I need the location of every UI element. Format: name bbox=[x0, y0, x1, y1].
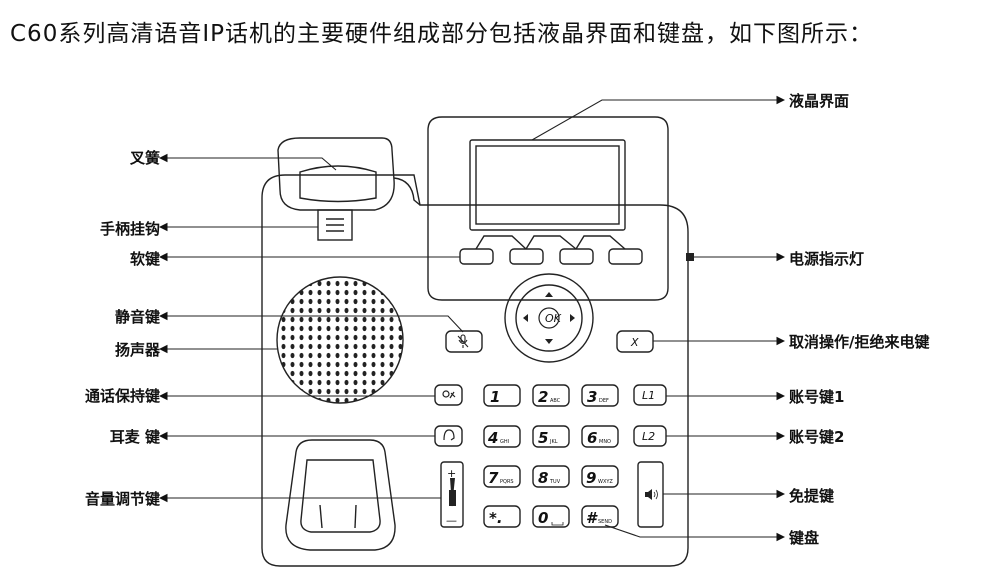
line1-key bbox=[633, 384, 667, 406]
key-hash-sub: SEND bbox=[598, 519, 612, 525]
key-6-label: 6 bbox=[587, 429, 597, 447]
softkey-1 bbox=[459, 248, 494, 265]
nav-ring bbox=[504, 273, 594, 363]
key-9-sub: WXYZ bbox=[598, 479, 613, 485]
mute-key bbox=[445, 330, 483, 353]
key-7-sub: PQRS bbox=[500, 479, 514, 485]
softkey-4 bbox=[608, 248, 643, 265]
key-8 bbox=[532, 465, 570, 488]
key-1 bbox=[483, 384, 521, 407]
left-arrow-icon bbox=[523, 314, 528, 322]
label-mute-key: 静音键 bbox=[114, 308, 160, 326]
line2-key-label: L2 bbox=[642, 430, 655, 443]
label-handsfree-key: 免提键 bbox=[789, 487, 835, 505]
key-3-label: 3 bbox=[587, 388, 597, 406]
key-0-label: 0 bbox=[538, 509, 548, 527]
down-arrow-icon bbox=[545, 339, 553, 344]
label-keypad: 键盘 bbox=[789, 529, 820, 547]
label-power-led: 电源指示灯 bbox=[789, 250, 865, 268]
key-9-label: 9 bbox=[586, 469, 596, 487]
page-title: C60系列高清语音IP话机的主要硬件组成部分包括液晶界面和键盘，如下图所示： bbox=[10, 21, 873, 47]
key-star bbox=[483, 505, 521, 528]
label-speaker: 扬声器 bbox=[114, 341, 160, 359]
handset-hook bbox=[317, 209, 353, 241]
key-2-sub: ABC bbox=[550, 398, 561, 404]
cancel-key-label: X bbox=[630, 336, 639, 349]
key-0 bbox=[532, 505, 570, 528]
mic-mute-icon bbox=[457, 334, 469, 348]
key-9 bbox=[581, 465, 619, 488]
key-8-label: 8 bbox=[538, 469, 548, 487]
lcd-screen bbox=[469, 139, 626, 231]
key-7 bbox=[483, 465, 521, 488]
volume-key bbox=[440, 461, 464, 528]
up-arrow-icon bbox=[545, 292, 553, 297]
key-3 bbox=[581, 384, 619, 407]
key-6-sub: MNO bbox=[599, 439, 611, 445]
volume-minus-label: — bbox=[446, 514, 457, 527]
key-7-label: 7 bbox=[488, 469, 499, 487]
key-4-sub: GHI bbox=[500, 439, 509, 445]
key-3-sub: DEF bbox=[599, 398, 609, 404]
label-headset-key: 耳麦 键 bbox=[109, 428, 160, 446]
key-5-label: 5 bbox=[538, 429, 548, 447]
line1-key-label: L1 bbox=[642, 389, 655, 402]
key-hash-label: # bbox=[586, 509, 598, 527]
key-star-label: *. bbox=[489, 509, 503, 527]
power-led bbox=[686, 253, 694, 261]
key-2-label: 2 bbox=[538, 388, 548, 406]
label-hold-key: 通话保持键 bbox=[84, 387, 160, 405]
softkey-2 bbox=[509, 248, 544, 265]
right-arrow-icon bbox=[570, 314, 575, 322]
phone-body bbox=[261, 174, 689, 567]
label-line1-key: 账号键1 bbox=[789, 388, 845, 406]
label-volume-key: 音量调节键 bbox=[84, 490, 160, 508]
key-4-label: 4 bbox=[487, 429, 498, 447]
label-lcd: 液晶界面 bbox=[789, 92, 850, 110]
volume-plus-label: + bbox=[447, 467, 456, 480]
hook-switch bbox=[277, 137, 395, 211]
key-1-label: 1 bbox=[490, 388, 500, 406]
label-handset-hook: 手柄挂钩 bbox=[99, 220, 160, 238]
key-8-sub: TUV bbox=[549, 479, 561, 485]
speaker-volume-icon bbox=[645, 489, 658, 500]
nav-inner bbox=[515, 284, 583, 352]
label-cancel-key: 取消操作/拒绝来电键 bbox=[789, 333, 930, 351]
headset-key bbox=[434, 425, 463, 447]
key-2 bbox=[532, 384, 570, 407]
hold-key bbox=[434, 384, 463, 406]
hold-icon bbox=[442, 390, 456, 399]
key-4 bbox=[483, 425, 521, 448]
label-soft-keys: 软键 bbox=[129, 250, 160, 268]
key-6 bbox=[581, 425, 619, 448]
lcd-housing bbox=[427, 116, 669, 301]
ok-key-label: OK bbox=[545, 312, 562, 325]
headset-icon bbox=[443, 429, 455, 441]
key-5-sub: JKL bbox=[549, 439, 558, 445]
key-5 bbox=[532, 425, 570, 448]
label-hook-switch: 叉簧 bbox=[129, 149, 160, 167]
speaker-grille bbox=[276, 276, 404, 404]
handset-rest bbox=[285, 439, 396, 551]
softkey-3 bbox=[559, 248, 594, 265]
label-line2-key: 账号键2 bbox=[789, 428, 845, 446]
key-hash bbox=[581, 505, 619, 528]
